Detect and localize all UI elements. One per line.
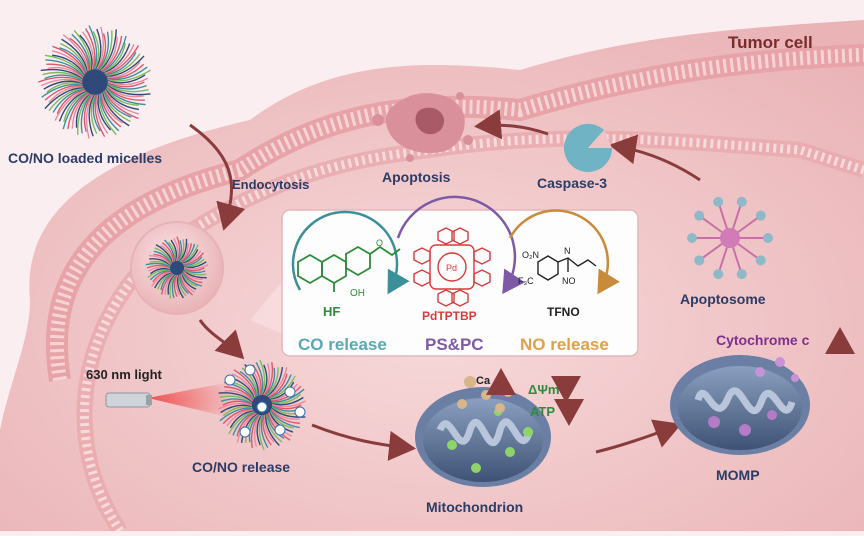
micelles-label: CO/NO loaded micelles [8, 150, 162, 166]
tumor-cell-label: Tumor cell [728, 33, 813, 52]
endocytosis-label: Endocytosis [232, 177, 309, 192]
cell-membrane-beads [49, 48, 864, 382]
pdtptbp-structure-icon [413, 227, 491, 307]
vesicle-to-release-arrow [198, 319, 245, 360]
calcium-label: Ca [476, 375, 491, 387]
hf-o-label: O [376, 238, 383, 248]
mechanism-inset: O OH HF Pd PdTPTBP O₂N F₃C N NO TFNO [250, 195, 639, 357]
tfno-structure-icon [537, 255, 597, 281]
no-release-label: NO release [520, 335, 609, 354]
co-release-label: CO release [298, 335, 387, 354]
endocytosis-arrow [189, 123, 246, 231]
caspase-label: Caspase-3 [537, 175, 607, 191]
mitochondrion-icon [415, 387, 551, 487]
releasing-micelle-icon [217, 359, 307, 451]
pspc-label: PS&PC [425, 335, 484, 354]
tfno-n-label: N [564, 246, 571, 256]
atp-label: ATP [530, 404, 555, 419]
light-label: 630 nm light [86, 367, 163, 382]
momp-label: MOMP [716, 467, 760, 483]
hf-label: HF [323, 304, 340, 319]
tfno-no-label: NO [562, 276, 576, 286]
pdtptbp-label: PdTPTBP [422, 309, 477, 323]
loaded-micelle-icon [38, 25, 151, 139]
tfno-label: TFNO [547, 305, 580, 319]
pd-center-label: Pd [446, 263, 457, 273]
cell-membrane-inner-beads [80, 133, 864, 534]
cytochrome-label: Cytochrome c [716, 332, 810, 348]
release-to-mito-arrow [311, 423, 416, 461]
mitochondrion-label: Mitochondrion [426, 499, 523, 515]
hf-structure-icon [297, 245, 401, 292]
tfno-cf3-label: F₃C [518, 276, 534, 286]
apoptosome-icon [687, 196, 773, 280]
mito-to-momp-arrow [595, 419, 682, 454]
caspase-to-apoptosis-arrow [474, 109, 549, 140]
dpsi-label: ΔΨm [528, 382, 559, 397]
hf-oh-label: OH [350, 288, 365, 299]
conorelease-label: CO/NO release [192, 459, 290, 475]
apoptosome-to-caspase-arrow [609, 134, 701, 182]
light-source-icon [105, 380, 240, 420]
apoptosis-label: Apoptosis [382, 169, 451, 185]
tfno-no2-label: O₂N [522, 250, 539, 260]
internalized-micelle-icon [145, 236, 209, 299]
caspase-icon [563, 123, 612, 172]
apoptosome-label: Apoptosome [680, 291, 766, 307]
momp-mitochondrion-icon [670, 355, 810, 455]
apoptotic-cell-icon [372, 92, 473, 162]
